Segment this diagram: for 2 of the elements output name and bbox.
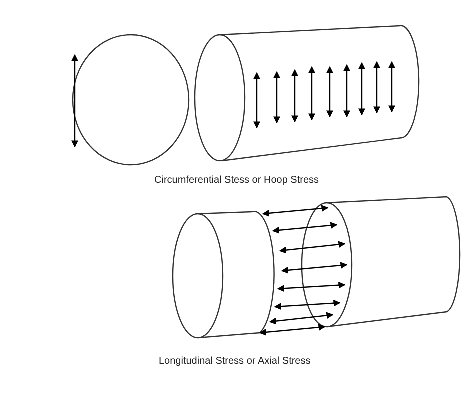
caption: Longitudinal Stress or Axial Stress — [159, 356, 311, 368]
caption: Circumferential Stess or Hoop Stress — [154, 175, 320, 187]
